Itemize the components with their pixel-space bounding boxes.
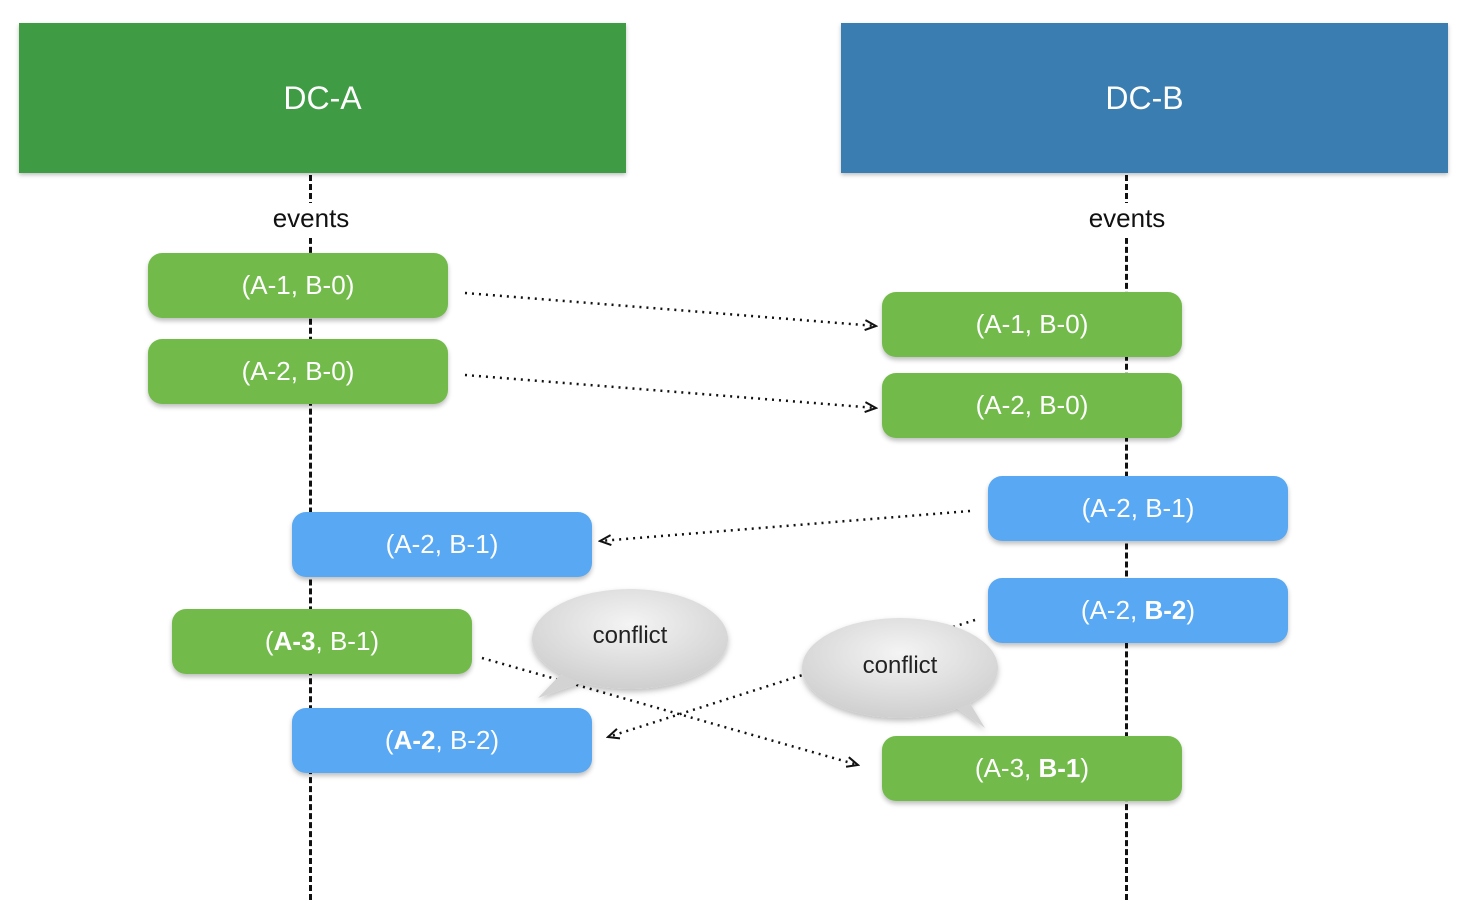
dc-a-header: DC-A (19, 23, 626, 173)
dc-b-events-label: events (1027, 203, 1227, 238)
conflict-bubble-left (532, 589, 728, 698)
conflict-bubble-left-text: conflict (592, 622, 668, 649)
event-b2: (A-2, B-0) (882, 373, 1182, 438)
conflict-bubble-right-text: conflict (862, 652, 938, 679)
arrow-b3-to-a3 (600, 509, 971, 541)
event-a2: (A-2, B-0) (148, 339, 448, 404)
event-a5: (A-2, B-2) (292, 708, 592, 773)
dc-b-title: DC-B (1105, 79, 1184, 116)
conflict-bubble-right (802, 618, 998, 728)
event-b3: (A-2, B-1) (988, 476, 1288, 541)
arrow-a2-to-b2 (464, 373, 876, 408)
event-a1: (A-1, B-0) (148, 253, 448, 318)
event-a4: (A-3, B-1) (172, 609, 472, 674)
dc-a-events-label: events (211, 203, 411, 238)
dc-b-header: DC-B (841, 23, 1448, 173)
event-b4: (A-2, B-2) (988, 578, 1288, 643)
event-b5: (A-3, B-1) (882, 736, 1182, 801)
event-a3: (A-2, B-1) (292, 512, 592, 577)
arrow-a1-to-b1 (464, 291, 876, 326)
event-b1: (A-1, B-0) (882, 292, 1182, 357)
dc-a-title: DC-A (283, 79, 362, 116)
